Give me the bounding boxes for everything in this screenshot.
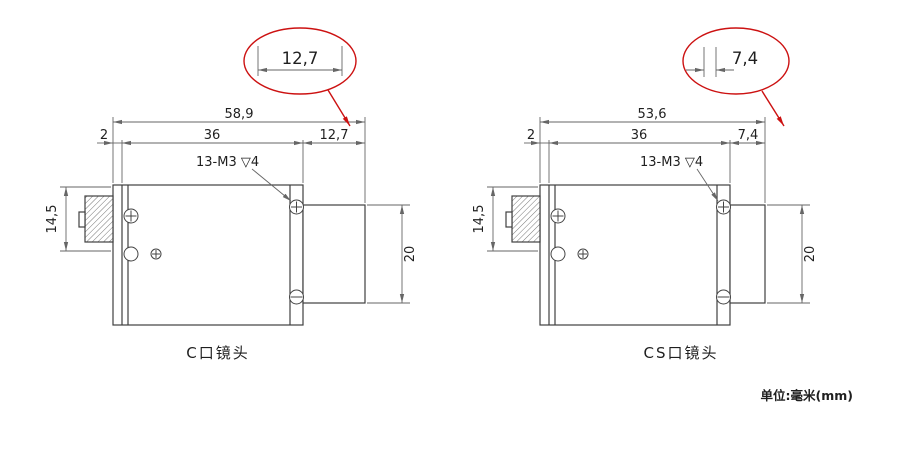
cs-callout-balloon (682, 27, 790, 95)
cs-lens-mount (729, 204, 766, 304)
cs-dim-mount-height: 20 (803, 246, 818, 263)
c-screw-small-left (150, 248, 162, 260)
drawing-cs-mount: 53,6 2 36 7,4 14,5 20 13-M3 ▽4 (472, 27, 818, 362)
cs-screw-note-leader (696, 168, 719, 202)
c-body (112, 184, 304, 326)
c-screw-flange-bottom (289, 289, 304, 305)
c-dim-total-width: 58,9 (225, 107, 254, 122)
c-connector-tip (78, 211, 86, 228)
cs-callout-leader (761, 90, 785, 127)
c-callout-balloon (243, 27, 357, 95)
c-lens-mount (302, 204, 366, 304)
c-dim-front-offset: 2 (100, 128, 108, 143)
cs-dim-body-length: 36 (631, 128, 648, 143)
cs-body-outline (505, 184, 766, 326)
cs-dim-connector-height: 14,5 (472, 205, 487, 234)
c-threaded-connector (84, 195, 114, 243)
cs-hole-mid-left (550, 246, 566, 262)
cs-dim-total-width: 53,6 (638, 107, 667, 122)
c-dim-mount-height: 20 (403, 246, 418, 263)
cs-screw-flange-bottom (716, 289, 731, 305)
cs-callout-value: 7,4 (732, 49, 758, 68)
c-screw-note-leader (251, 168, 292, 202)
cs-dim-front-offset: 2 (527, 128, 535, 143)
unit-note: 单位:毫米(mm) (761, 388, 853, 403)
cs-body (539, 184, 731, 326)
c-screw-top-left (123, 208, 139, 224)
cs-screw-note: 13-M3 ▽4 (640, 155, 703, 170)
cs-threaded-connector (511, 195, 541, 243)
cs-screw-flange-top (716, 199, 731, 215)
c-caption: C口镜头 (186, 344, 249, 362)
cs-callout: 7,4 (682, 27, 790, 127)
drawing-c-mount: 58,9 2 36 12,7 14,5 20 13-M3 ▽4 (45, 27, 418, 362)
c-body-outline (78, 184, 366, 326)
c-dimensions: 58,9 2 36 12,7 14,5 20 13-M3 ▽4 (45, 107, 418, 304)
cs-screw-top-left (550, 208, 566, 224)
c-screw-flange-top (289, 199, 304, 215)
cs-screw-small-left (577, 248, 589, 260)
c-callout-leader (327, 89, 351, 127)
c-callout: 12,7 (243, 27, 357, 127)
c-dim-body-length: 36 (204, 128, 221, 143)
cs-connector-tip (505, 211, 513, 228)
c-callout-value: 12,7 (282, 49, 319, 68)
c-dim-connector-height: 14,5 (45, 205, 60, 234)
c-hole-mid-left (123, 246, 139, 262)
cs-dim-mount-length: 7,4 (738, 128, 759, 143)
cs-dimensions: 53,6 2 36 7,4 14,5 20 13-M3 ▽4 (472, 107, 818, 304)
cs-caption: CS口镜头 (644, 344, 719, 362)
c-dim-mount-length: 12,7 (320, 128, 349, 143)
c-screw-note: 13-M3 ▽4 (196, 155, 259, 170)
